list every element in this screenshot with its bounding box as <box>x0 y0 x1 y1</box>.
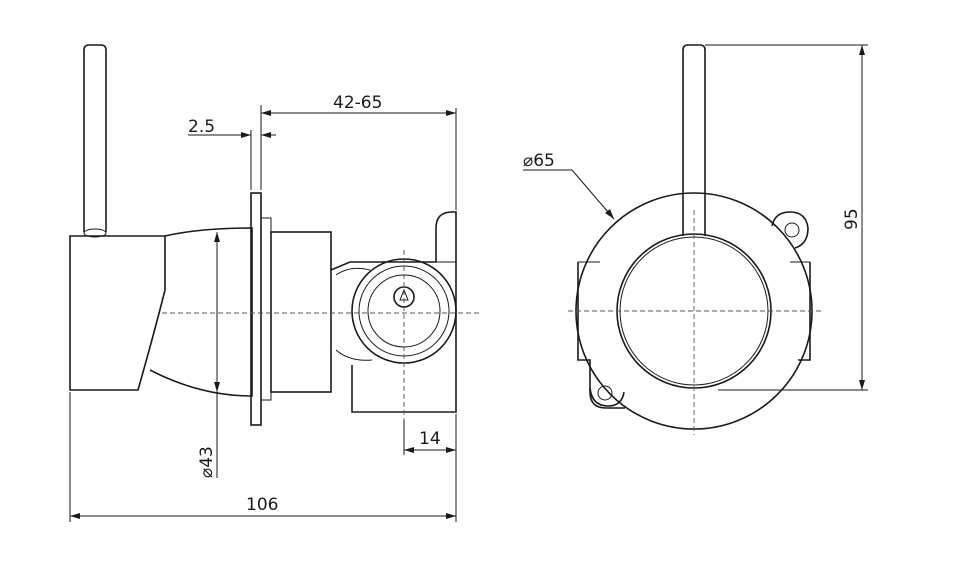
front-view: ⌀65 95 <box>523 44 868 435</box>
dim-wall-depth: 42-65 <box>333 93 382 113</box>
dim-plate-diameter: ⌀65 <box>523 151 555 171</box>
lever-collar <box>83 228 107 238</box>
handle-body <box>69 235 166 391</box>
mounting-bracket <box>330 211 457 413</box>
dim-body-diameter: ⌀43 <box>197 446 217 478</box>
dim-total-height: 95 <box>842 208 862 230</box>
side-view: 2.5 42-65 ⌀43 14 106 <box>69 44 480 522</box>
bracket-lug-bottom <box>589 387 625 407</box>
tapered-body <box>149 227 253 397</box>
valve-body <box>270 231 332 393</box>
front-lever <box>682 44 706 236</box>
dim-inlet-offset: 14 <box>419 429 441 449</box>
dim-overall-length: 106 <box>246 495 278 515</box>
lever-handle <box>83 44 107 232</box>
front-bracket <box>577 262 625 409</box>
bracket-lug-top <box>771 211 809 249</box>
dim-flange-thickness: 2.5 <box>188 117 215 137</box>
